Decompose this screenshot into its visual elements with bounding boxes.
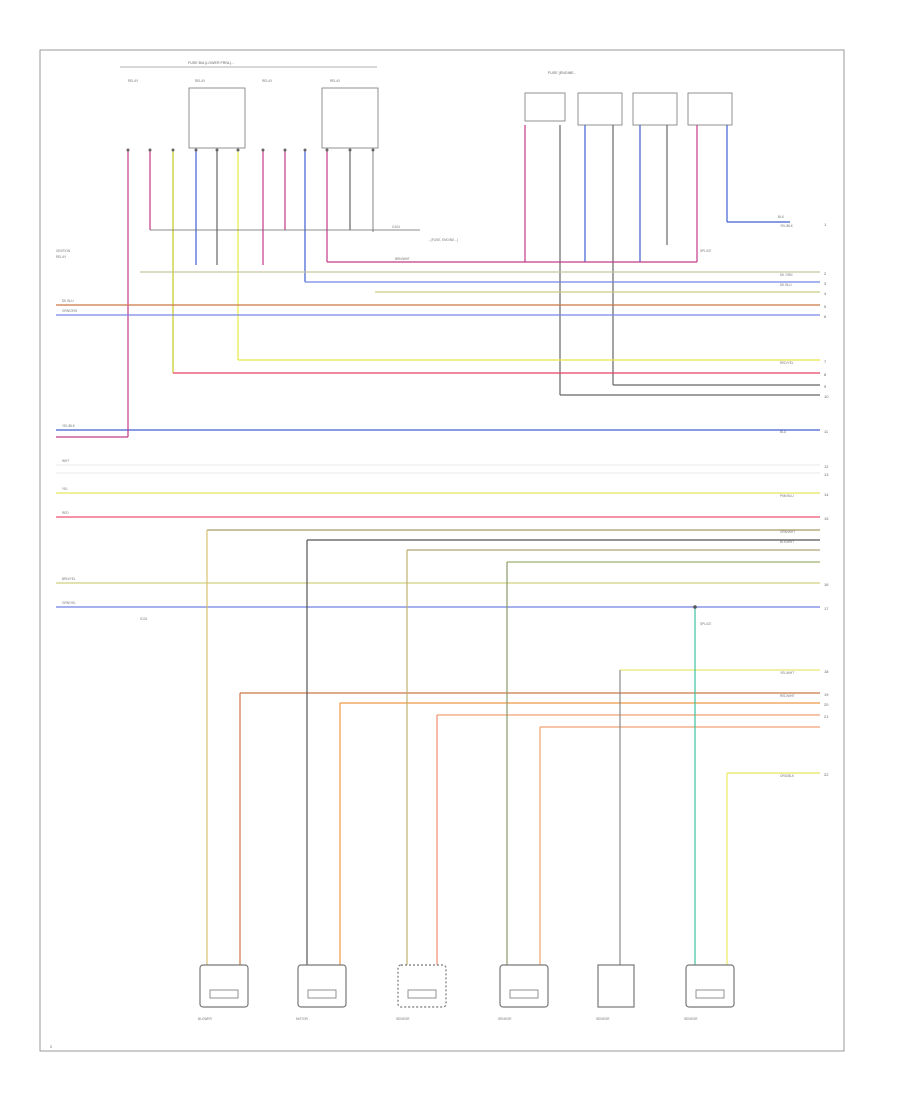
svg-text:S101: S101 [140, 617, 148, 621]
svg-text:IGNITION: IGNITION [56, 249, 71, 253]
svg-text:6: 6 [824, 314, 827, 319]
left-wire-label-3: YEL/BLK [62, 424, 76, 428]
left-wire-label-6: BRN/YEL [62, 577, 76, 581]
sensor-4-name: SENSOR [498, 1017, 512, 1021]
svg-text:14: 14 [824, 492, 829, 497]
svg-text:19: 19 [824, 692, 829, 697]
top-left-header: FUSE B/A (LOWER FRNL)... [188, 61, 234, 65]
svg-text:9: 9 [824, 384, 827, 389]
svg-text:13: 13 [824, 472, 829, 477]
svg-text:15: 15 [824, 516, 829, 521]
right-wire-label-3: DK BLU [780, 283, 792, 287]
sensor-2-name: MOTOR [296, 1017, 309, 1021]
relay-box-2 [321, 87, 379, 149]
diagram-border [39, 49, 845, 1052]
svg-text:10: 10 [824, 394, 829, 399]
svg-text:21: 21 [824, 714, 829, 719]
relay-box-1 [188, 87, 246, 149]
svg-text:SPLICE: SPLICE [700, 249, 711, 253]
svg-text:8: 8 [824, 372, 827, 377]
note-label: ...(FUSE, ENGINE...) [428, 238, 458, 242]
svg-text:11: 11 [824, 429, 829, 434]
sensor-1-name: BLOWER [198, 1017, 213, 1021]
sensor-5: SENSOR [596, 964, 635, 1021]
right-wire-label-11: ORG/BLK [780, 774, 795, 778]
sensor-3-name: SENSOR [396, 1017, 410, 1021]
svg-text:SPLICE: SPLICE [700, 622, 711, 626]
left-wire-label-8: GRN/YEL [62, 601, 76, 605]
svg-text:RELAY: RELAY [195, 79, 206, 83]
svg-text:BLK: BLK [778, 215, 785, 219]
right-wire-label-1: YEL/BLK [780, 224, 794, 228]
svg-text:20: 20 [824, 702, 829, 707]
svg-text:7: 7 [824, 359, 827, 364]
connector-box-4 [687, 92, 733, 126]
sensor-5-name: SENSOR [596, 1017, 610, 1021]
left-wire-label-4: RED [62, 511, 69, 515]
right-wire-label-7: GRN/WHT [780, 530, 795, 534]
sensor-2: MOTOR [296, 964, 347, 1021]
svg-text:5: 5 [824, 304, 827, 309]
sensor-4: SENSOR [498, 964, 549, 1021]
svg-text:12: 12 [824, 464, 829, 469]
svg-text:22: 22 [824, 772, 829, 777]
right-wire-label-8: BLK/WHT [780, 540, 794, 544]
right-wire-label-6: PNK/BLU [780, 494, 794, 498]
left-wire-label-1: DK BLU [62, 299, 74, 303]
svg-text:RELAY: RELAY [56, 255, 67, 259]
right-wire-label-4: RED/YEL [780, 361, 794, 365]
connector-box-1 [524, 92, 566, 122]
svg-text:17: 17 [824, 606, 829, 611]
svg-text:16: 16 [824, 582, 829, 587]
svg-text:RELAY: RELAY [330, 79, 341, 83]
right-wire-label-10: RED/WHT [780, 694, 795, 698]
svg-text:3: 3 [824, 281, 827, 286]
svg-text:RELAY: RELAY [262, 79, 273, 83]
sensor-3: SENSOR [396, 964, 447, 1021]
left-wire-label-5: WHT [62, 459, 69, 463]
svg-text:1: 1 [824, 222, 827, 227]
sensor-6-name: SENSOR [684, 1017, 698, 1021]
svg-text:2: 2 [824, 271, 827, 276]
connector-box-3 [632, 92, 678, 126]
top-right-header: FUSE (ENGINE... [548, 71, 577, 75]
svg-text:4: 4 [824, 291, 827, 296]
page-number: 2 [50, 1044, 53, 1049]
sensor-6: SENSOR [684, 964, 735, 1021]
right-wire-label-5: BLU [780, 430, 787, 434]
ground-note: G104 [392, 225, 400, 229]
left-wire-label-2: GRN/ORG [62, 309, 78, 313]
svg-text:18: 18 [824, 669, 829, 674]
connector-box-2 [577, 92, 623, 126]
right-wire-label-9: YEL/WHT [780, 671, 794, 675]
right-wire-label-2: DK GRN [780, 273, 793, 277]
svg-text:RELAY: RELAY [128, 79, 139, 83]
sensor-1: BLOWER [198, 964, 249, 1021]
left-wire-label-7: YEL [62, 487, 68, 491]
svg-text:BRN/WHT: BRN/WHT [395, 257, 410, 261]
